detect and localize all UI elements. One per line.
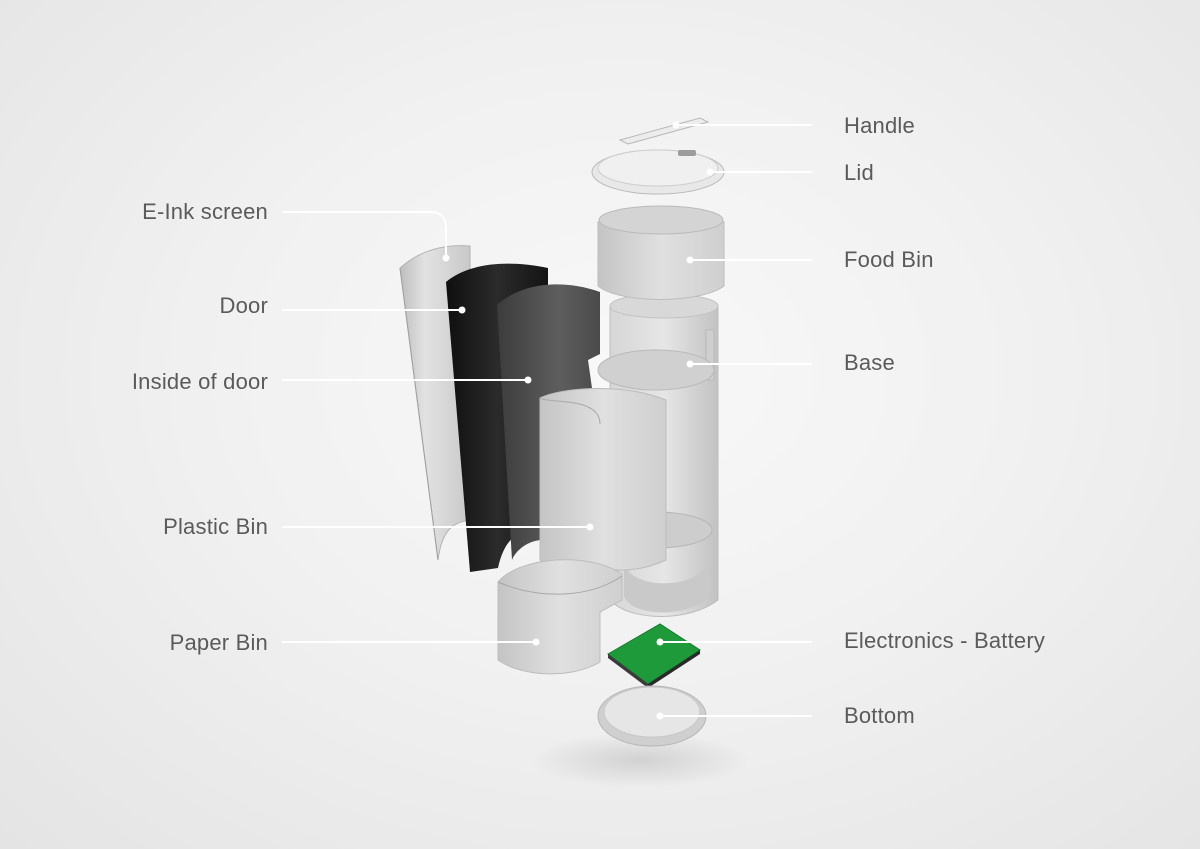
food-bin bbox=[597, 205, 725, 300]
leader-e-ink-screen bbox=[282, 211, 447, 258]
label-door: Door bbox=[219, 293, 268, 318]
leader-dots bbox=[442, 121, 714, 720]
label-bottom: Bottom bbox=[844, 703, 915, 728]
label-e-ink-screen: E-Ink screen bbox=[142, 199, 268, 224]
label-base: Base bbox=[844, 350, 895, 375]
label-inside-of-door: Inside of door bbox=[131, 369, 268, 394]
floor-shadow bbox=[530, 732, 750, 788]
label-paper-bin: Paper Bin bbox=[169, 630, 268, 655]
lid bbox=[591, 149, 725, 195]
paper-bin bbox=[497, 559, 623, 675]
plastic-bin bbox=[539, 388, 667, 578]
label-lid: Lid bbox=[844, 160, 874, 185]
label-food-bin: Food Bin bbox=[844, 247, 934, 272]
leader-lines bbox=[282, 124, 812, 717]
label-plastic-bin: Plastic Bin bbox=[163, 514, 268, 539]
label-electronics-battery: Electronics - Battery bbox=[844, 628, 1046, 653]
handle bbox=[618, 117, 710, 145]
electronics-battery-board bbox=[607, 623, 701, 688]
label-handle: Handle bbox=[844, 113, 915, 138]
inside-of-door-panel bbox=[497, 284, 600, 560]
bottom-disc bbox=[597, 685, 707, 747]
